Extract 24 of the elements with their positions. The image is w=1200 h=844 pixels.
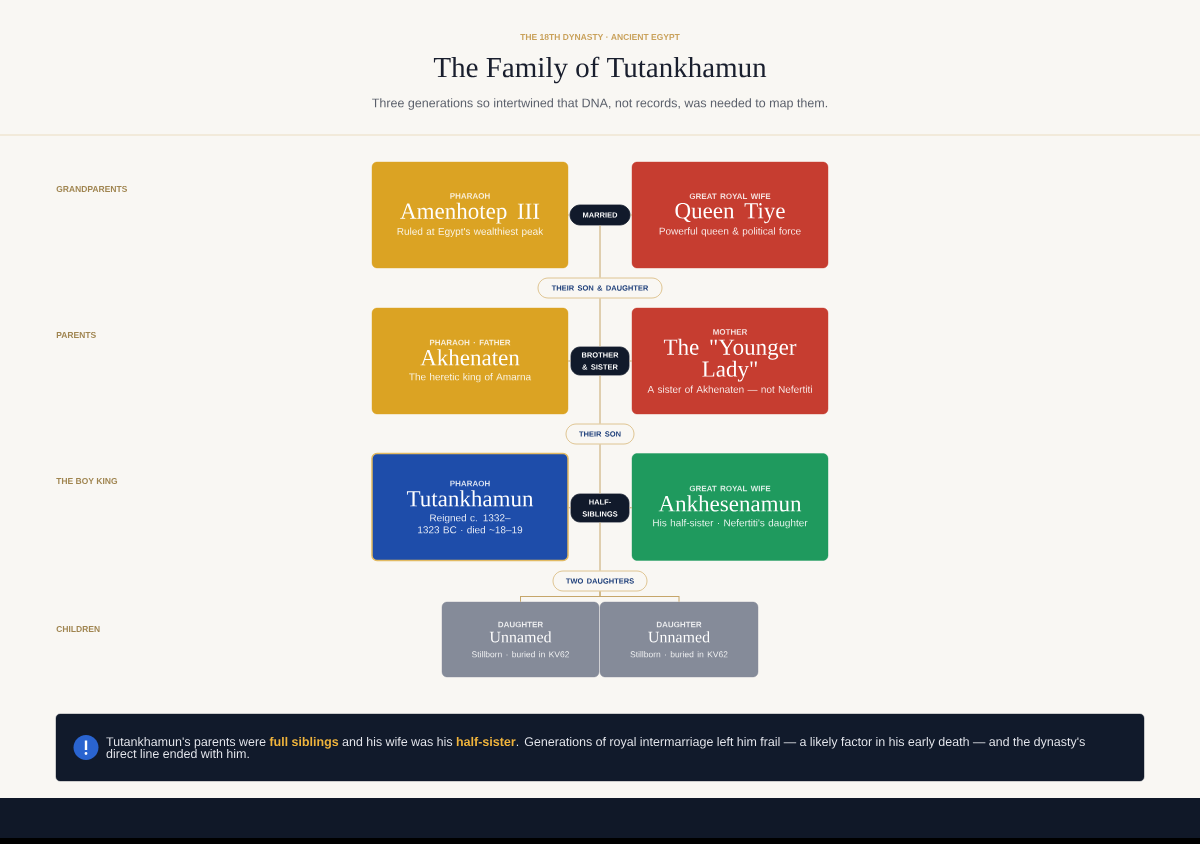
person-card: GREAT ROYAL WIFE Ankhesenamun His half-sister · Nefertiti's daughter: [631, 453, 829, 561]
row-label: CHILDREN: [56, 626, 100, 632]
person-card: DAUGHTER Unnamed Stillborn · buried in KV62: [441, 601, 600, 678]
person-card: GREAT ROYAL WIFE Queen Tiye Powerful queen & political force: [631, 161, 829, 269]
note-box: Tutankhamun's parents were full siblings and his wife was his half-sister. Generations of royal intermarriage left him frail — a likely factor in his early death — and the dynasty's direct line ended with him.: [55, 713, 1145, 782]
connector-line: [629, 214, 633, 216]
connector-line: [599, 374, 601, 425]
overline-text: THE 18TH DYNASTY · ANCIENT EGYPT: [520, 34, 680, 40]
person-card: PHARAOH Tutankhamun Reigned c. 1332–1323 BC · died ~18–19: [371, 452, 569, 562]
connector-line: [599, 443, 601, 495]
subtitle: Three generations so intertwined that DNA, not records, was needed to map them.: [372, 98, 828, 110]
connector-line: [599, 297, 601, 348]
person-card: DAUGHTER Unnamed Stillborn · buried in KV62: [599, 601, 759, 678]
title: The Family of Tutankhamun: [433, 56, 767, 84]
row-label: PARENTS: [56, 332, 96, 338]
person-card: PHARAOH Amenhotep III Ruled at Egypt's wealthiest peak: [371, 161, 569, 269]
person-card: MOTHER The "Younger Lady" A sister of Akhenaten — not Nefertiti: [631, 307, 829, 415]
person-card: PHARAOH · FATHER Akhenaten The heretic king of Amarna: [371, 307, 569, 415]
row-label: THE BOY KING: [56, 478, 118, 484]
connector-line: [567, 214, 571, 216]
row-label: GRANDPARENTS: [56, 186, 127, 192]
connector-line: [599, 224, 601, 279]
connector-line: [599, 590, 680, 603]
connector-line: [599, 521, 601, 572]
